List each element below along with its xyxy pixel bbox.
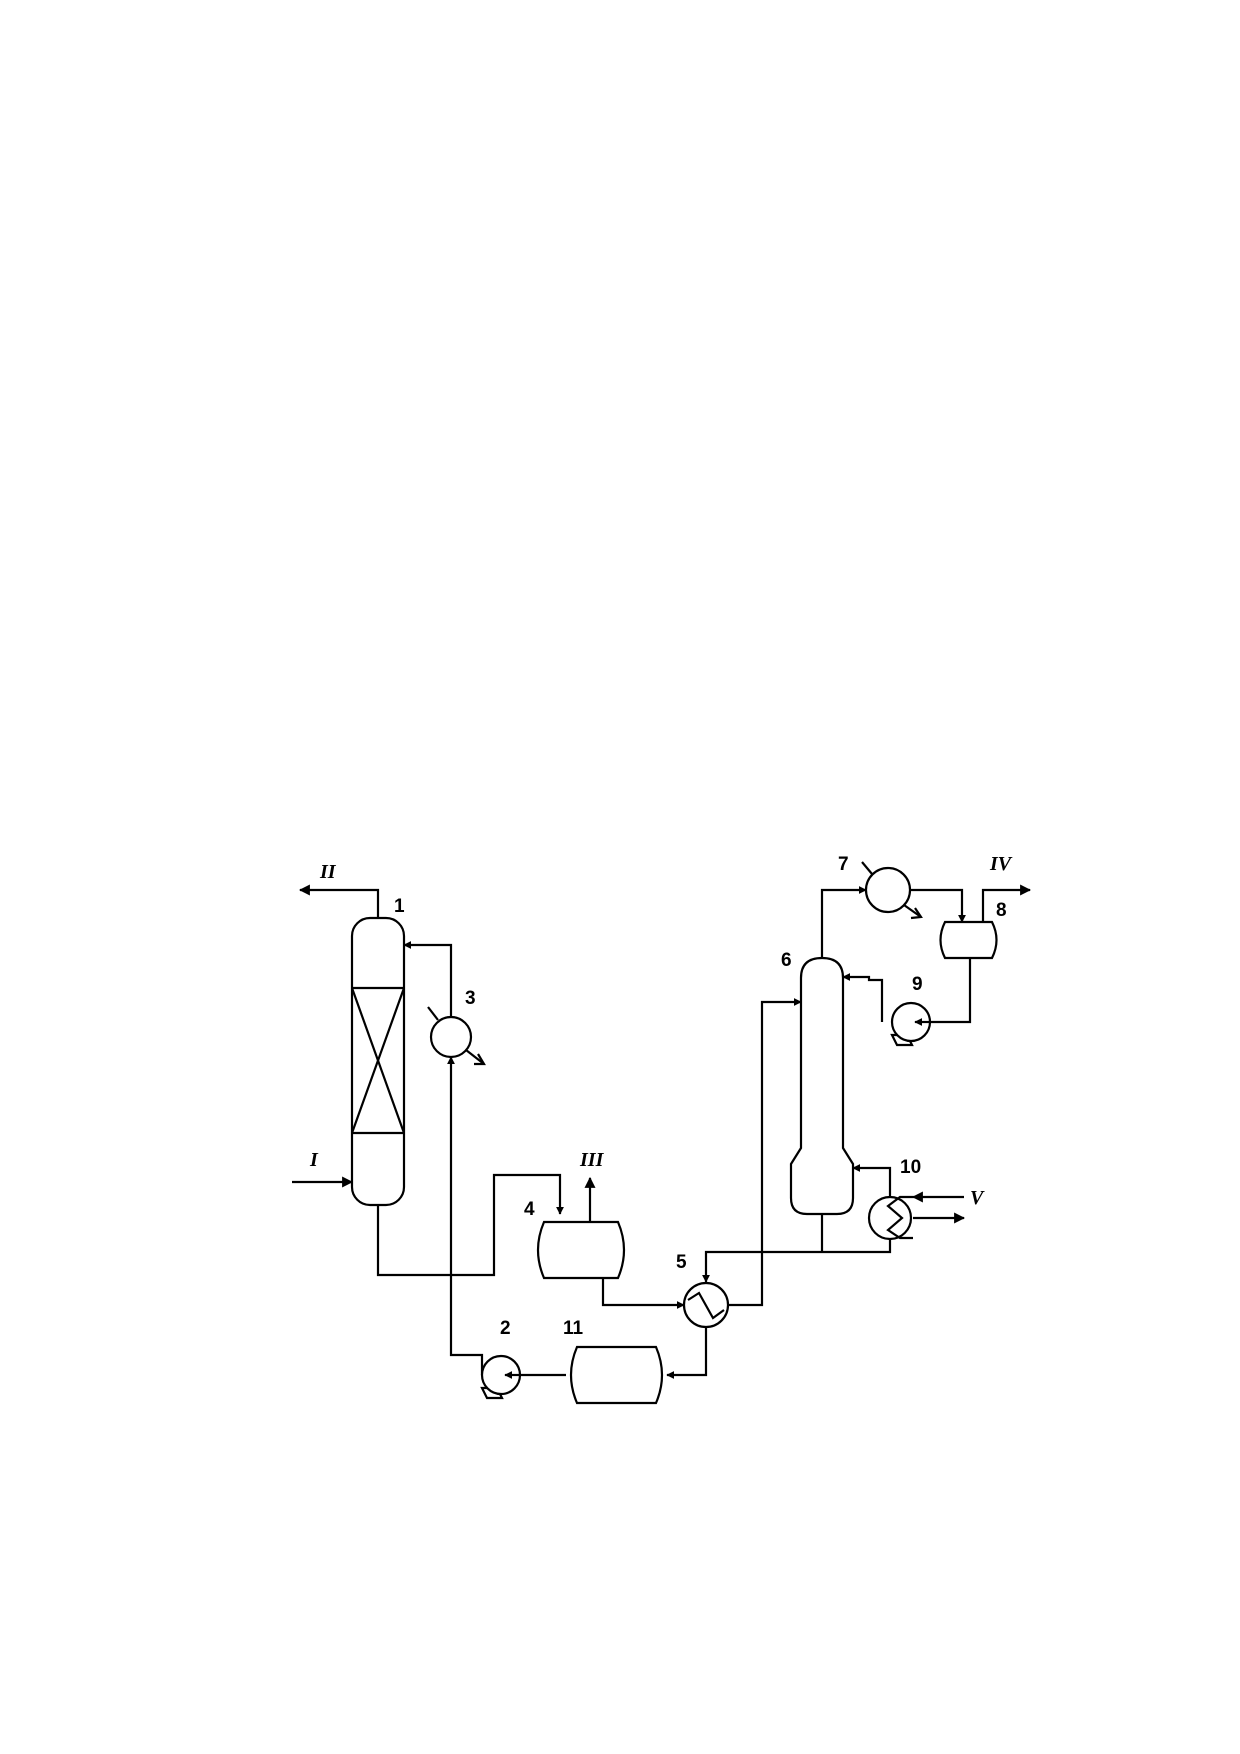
line-exchanger-to-tank (666, 1326, 708, 1379)
label-pump-2: 2 (500, 1318, 511, 1339)
line-pump-2-to-cooler (447, 1056, 484, 1375)
line-drum-to-pump-9 (930, 958, 972, 1024)
line-cooler-to-absorber (403, 941, 453, 1017)
label-drum-8: 8 (996, 900, 1007, 921)
line-condenser-to-drum (910, 888, 966, 923)
label-column-6: 6 (781, 950, 792, 971)
line-exchanger-to-column (729, 998, 802, 1307)
label-pump-9: 9 (912, 974, 923, 995)
label-condenser-7: 7 (838, 854, 849, 875)
stream-label-iv: IV (989, 853, 1013, 875)
stream-label-i: I (309, 1149, 319, 1171)
condenser-7 (861, 861, 923, 920)
line-separator-to-exchanger (601, 1278, 685, 1309)
label-tank-11: 11 (563, 1318, 584, 1339)
line-bottoms-to-exchanger (702, 1238, 892, 1283)
cooler-3 (427, 1006, 486, 1066)
label-cooler-3: 3 (465, 988, 476, 1009)
label-separator-4: 4 (524, 1199, 535, 1220)
line-absorber-to-separator (376, 1173, 564, 1277)
line-top-gas-ii (298, 884, 380, 918)
pump-2 (480, 1354, 522, 1400)
line-reboiler-to-column (852, 1164, 892, 1197)
label-exchanger-5: 5 (676, 1252, 687, 1273)
reboiler-10 (867, 1195, 913, 1241)
stream-label-iii: III (579, 1149, 605, 1171)
reflux-drum-8 (939, 920, 998, 960)
separator-4 (536, 1220, 626, 1280)
stream-label-v: V (970, 1187, 985, 1209)
distillation-column-6 (789, 956, 855, 1216)
label-reboiler-10: 10 (900, 1157, 921, 1178)
label-absorber: 1 (394, 896, 405, 917)
line-overhead-to-condenser (820, 886, 867, 958)
stream-label-ii: II (319, 861, 337, 883)
tank-11 (569, 1345, 664, 1405)
pump-9 (890, 1001, 932, 1047)
line-reflux-to-column (842, 973, 884, 1022)
line-distillate-iv (981, 884, 1032, 922)
absorber-column (350, 916, 406, 1207)
heat-exchanger-5 (682, 1281, 730, 1329)
